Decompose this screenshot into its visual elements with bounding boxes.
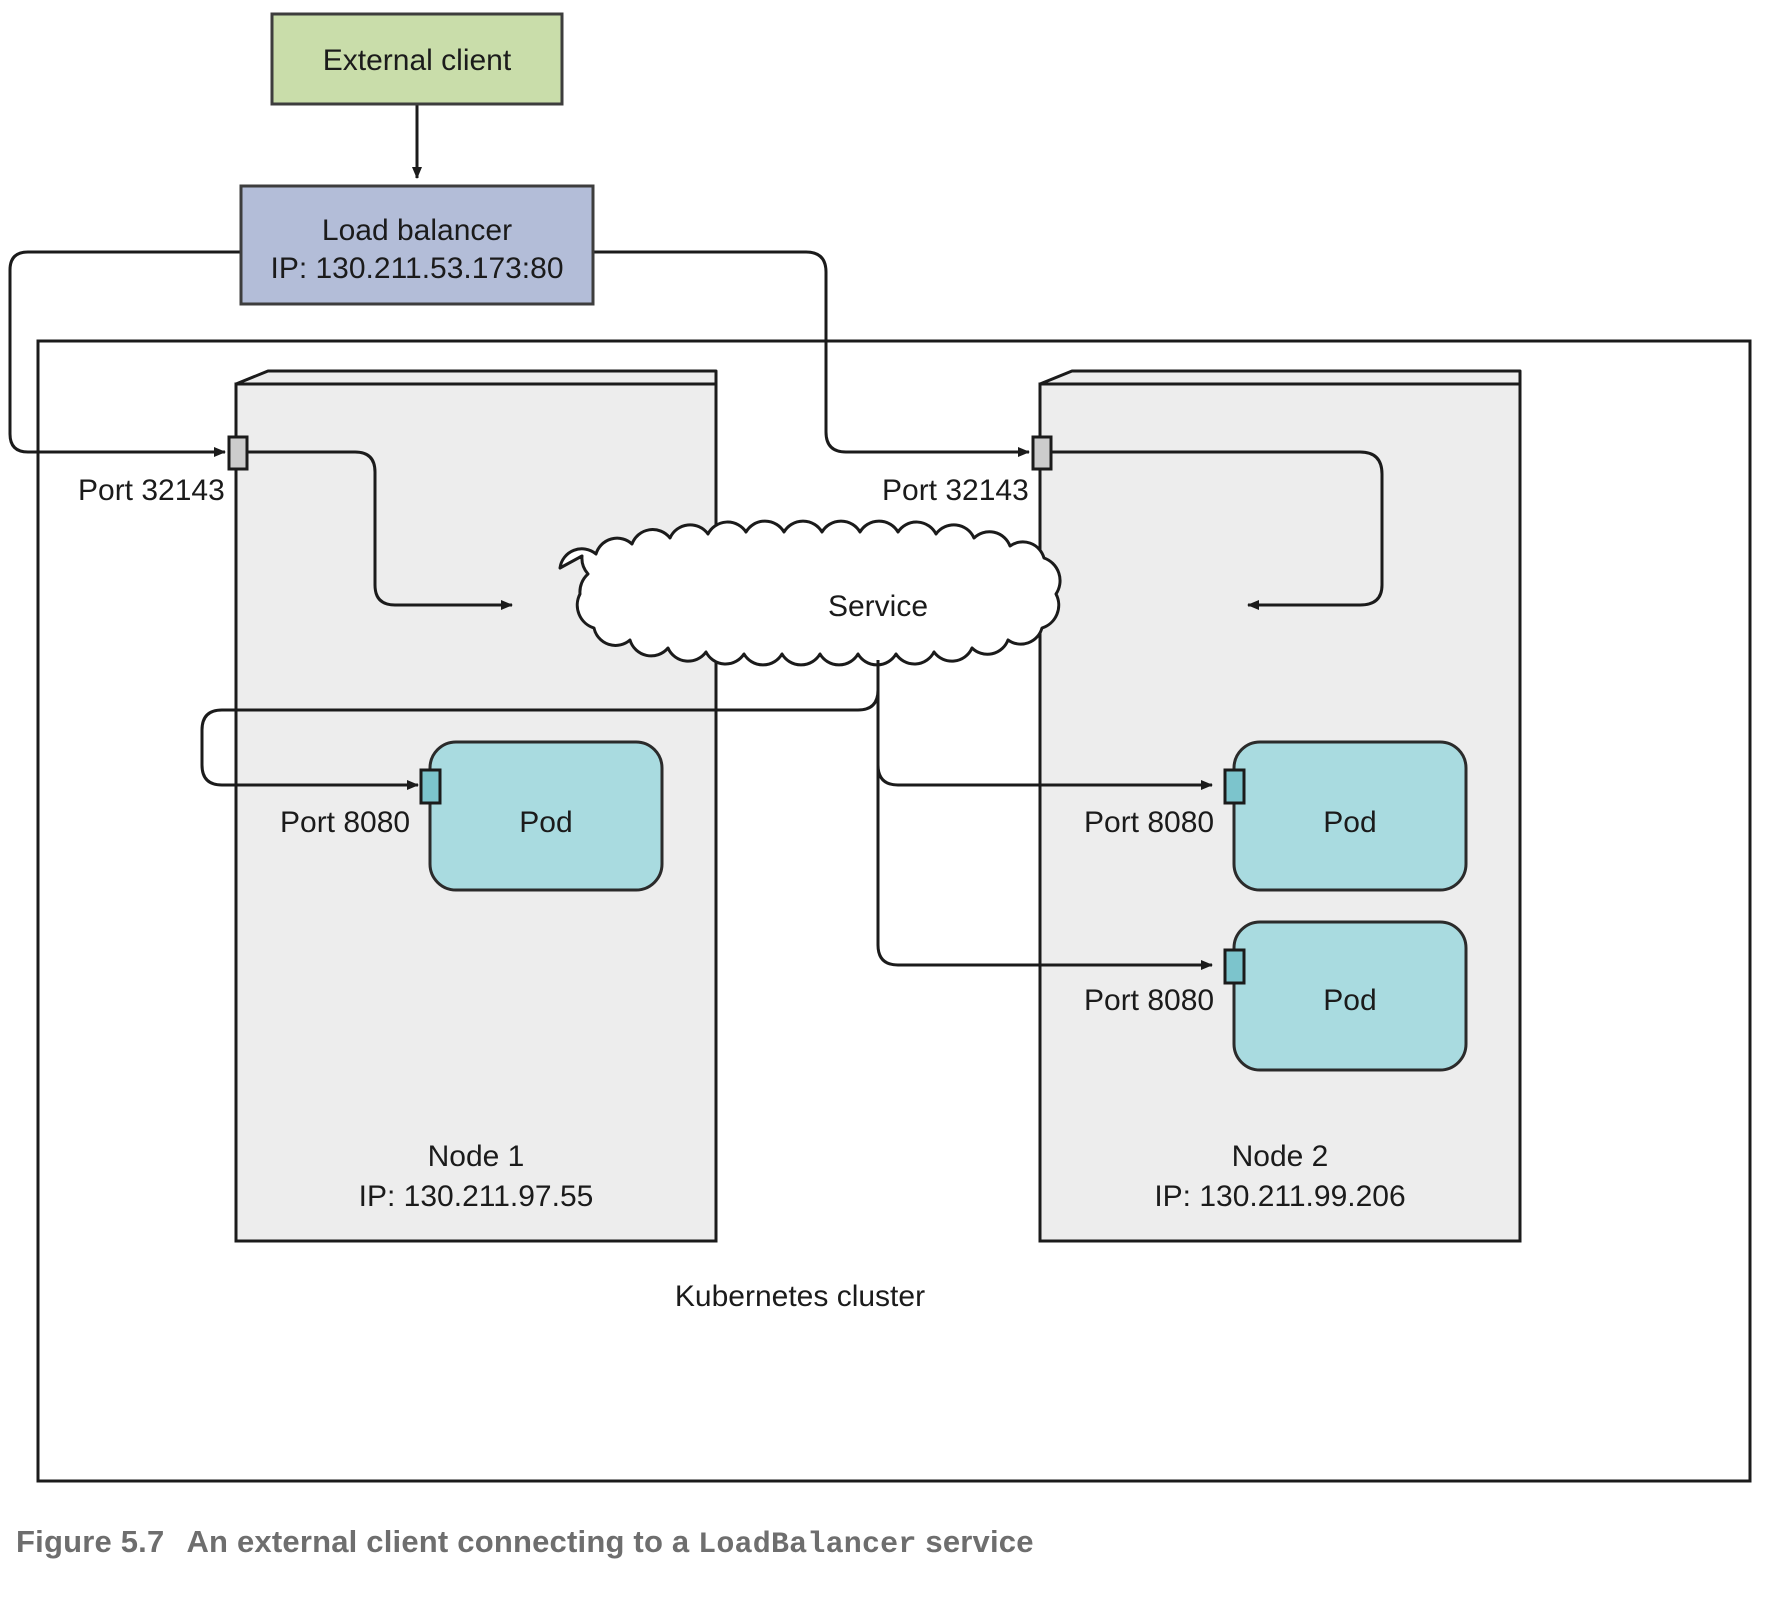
node-2-port-marker bbox=[1031, 435, 1053, 471]
node-1-port-label: Port 32143 bbox=[78, 474, 225, 507]
load-balancer-title: Load balancer bbox=[322, 214, 512, 247]
node-1-pod-1-label: Pod bbox=[519, 806, 572, 839]
node-1-pod-1-port-label: Port 8080 bbox=[280, 806, 410, 839]
service-label: Service bbox=[828, 590, 928, 623]
edge-loadbalancer-to-node1-port bbox=[8, 250, 241, 457]
node-1-pod-1-box bbox=[428, 740, 664, 892]
node-2-pod-1-label: Pod bbox=[1323, 806, 1376, 839]
edge-loadbalancer-to-node2-port bbox=[593, 250, 1030, 457]
node-1-top-face bbox=[234, 369, 718, 386]
service-cloud-shape bbox=[558, 519, 1062, 667]
node-2-pod-2-label: Pod bbox=[1323, 984, 1376, 1017]
node-2-pod-1: Port 8080 Pod bbox=[1084, 740, 1468, 892]
caption-code-loadbalancer: LoadBalancer bbox=[698, 1528, 917, 1562]
node-2-pod-1-box bbox=[1232, 740, 1468, 892]
load-balancer-ip: IP: 130.211.53.173:80 bbox=[270, 252, 563, 285]
external-client-label: External client bbox=[323, 44, 512, 77]
cluster-label: Kubernetes cluster bbox=[675, 1280, 925, 1313]
node-1-pod-1: Port 8080 Pod bbox=[280, 740, 664, 892]
load-balancer-rect bbox=[239, 184, 595, 306]
node-2-pod-2: Port 8080 Pod bbox=[1084, 920, 1468, 1072]
node-2-port-label: Port 32143 bbox=[882, 474, 1029, 507]
node-2-pod-2-port-label: Port 8080 bbox=[1084, 984, 1214, 1017]
load-balancer-box: Load balancer IP: 130.211.53.173:80 bbox=[239, 184, 595, 306]
node-2-pod-2-port-marker bbox=[1223, 948, 1246, 985]
node-2-name-label: Node 2 bbox=[1232, 1140, 1329, 1173]
caption-text-before: An external client connecting to a bbox=[186, 1524, 699, 1559]
node-2-top-face bbox=[1038, 369, 1522, 386]
external-client-rect bbox=[270, 12, 564, 106]
node-2-ip-label: IP: 130.211.99.206 bbox=[1154, 1180, 1405, 1213]
figure-caption: Figure 5.7 An external client connecting … bbox=[16, 1524, 1756, 1562]
node-2-pod-2-box bbox=[1232, 920, 1468, 1072]
edge-node2-port-to-service bbox=[1051, 450, 1384, 610]
edge-service-to-node1-pod bbox=[200, 660, 880, 790]
node-1-ip-label: IP: 130.211.97.55 bbox=[359, 1180, 594, 1213]
figure-number: Figure 5.7 bbox=[16, 1524, 165, 1559]
edge-node1-port-to-service bbox=[247, 450, 513, 610]
edge-service-to-node2-pod-2 bbox=[876, 660, 1213, 970]
node-2-pod-1-port-label: Port 8080 bbox=[1084, 806, 1214, 839]
caption-text-after: service bbox=[916, 1524, 1034, 1559]
node-1-name-label: Node 1 bbox=[428, 1140, 525, 1173]
node-2-pod-1-port-marker bbox=[1223, 768, 1246, 805]
node-1-pod-1-port-marker bbox=[419, 768, 442, 805]
node-1-port-marker bbox=[227, 435, 249, 471]
service-cloud: Service bbox=[558, 519, 1062, 667]
external-client-box: External client bbox=[270, 12, 564, 106]
